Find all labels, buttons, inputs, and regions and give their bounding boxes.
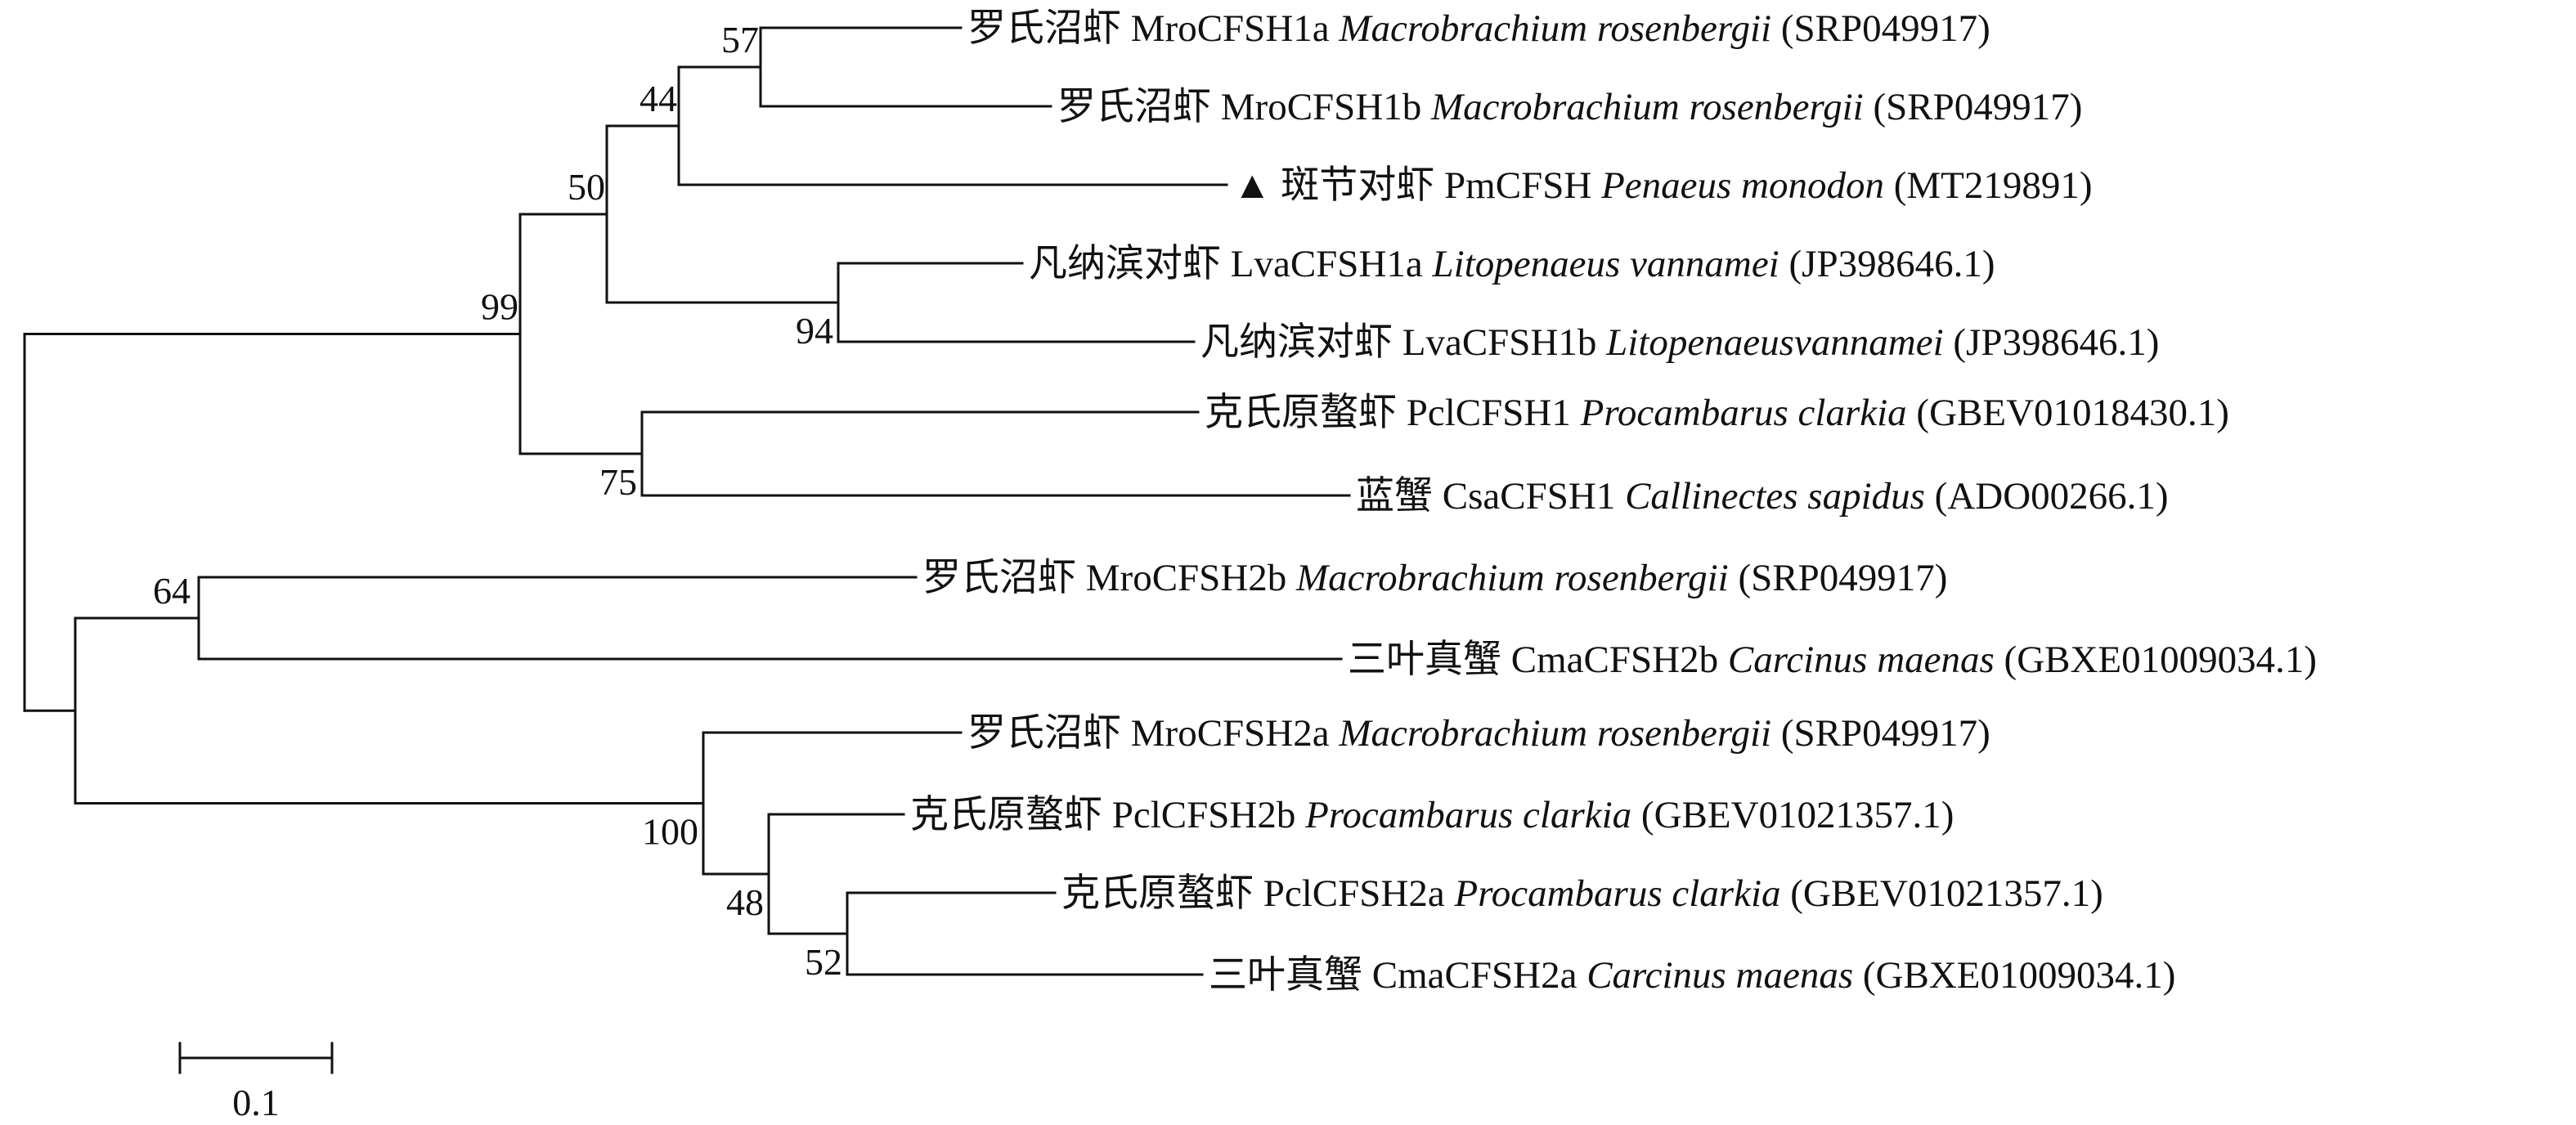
- leaf-gene-code: PclCFSH2b: [1112, 794, 1305, 836]
- leaf-chinese-name: 罗氏沼虾: [967, 712, 1131, 755]
- leaf-species-name: Macrobrachium rosenbergii: [1295, 557, 1738, 599]
- leaf-accession: (SRP049917): [1738, 557, 1947, 599]
- leaf-gene-code: MroCFSH1a: [1131, 7, 1340, 50]
- bootstrap-value: 64: [153, 570, 191, 612]
- leaf-label: 克氏原螯虾 PclCFSH2b Procambarus clarkia (GBE…: [910, 794, 1954, 836]
- bootstrap-value: 50: [568, 166, 605, 208]
- leaf-label: 凡纳滨对虾 LvaCFSH1a Litopenaeus vannamei (JP…: [1029, 243, 1995, 285]
- leaf-chinese-name: 凡纳滨对虾: [1029, 243, 1231, 285]
- leaf-label: 克氏原螯虾 PclCFSH1 Procambarus clarkia (GBEV…: [1205, 392, 2229, 434]
- leaf-gene-code: PclCFSH2a: [1263, 872, 1455, 915]
- leaf-label: 罗氏沼虾 MroCFSH2b Macrobrachium rosenbergii…: [922, 557, 1947, 599]
- leaf-accession: (GBEV01021357.1): [1790, 872, 2103, 915]
- bootstrap-value: 44: [640, 78, 677, 119]
- leaf-chinese-name: 三叶真蟹: [1348, 639, 1511, 681]
- leaf-gene-code: MroCFSH1b: [1221, 86, 1431, 128]
- leaf-chinese-name: 克氏原螯虾: [1205, 392, 1407, 434]
- leaf-gene-code: MroCFSH2b: [1086, 557, 1296, 599]
- leaf-chinese-name: 斑节对虾: [1281, 164, 1444, 207]
- leaf-gene-code: CsaCFSH1: [1443, 475, 1625, 518]
- leaf-chinese-name: 克氏原螯虾: [1061, 872, 1263, 915]
- bootstrap-value: 52: [805, 941, 842, 983]
- bootstrap-value: 57: [721, 19, 759, 61]
- leaf-species-name: Macrobrachium rosenbergii: [1338, 712, 1780, 755]
- leaf-label: 凡纳滨对虾 LvaCFSH1b Litopenaeusvannamei (JP3…: [1200, 321, 2159, 364]
- leaf-chinese-name: 蓝蟹: [1356, 475, 1443, 518]
- leaf-chinese-name: 克氏原螯虾: [910, 794, 1112, 836]
- leaf-accession: (JP398646.1): [1953, 321, 2159, 364]
- leaf-gene-code: CmaCFSH2b: [1511, 639, 1728, 681]
- bootstrap-value: 99: [481, 286, 518, 328]
- bootstrap-value: 100: [642, 811, 698, 853]
- triangle-marker-icon: ▲: [1233, 164, 1281, 207]
- leaf-chinese-name: 罗氏沼虾: [967, 7, 1131, 50]
- leaf-label: 罗氏沼虾 MroCFSH1a Macrobrachium rosenbergii…: [967, 7, 1990, 50]
- leaf-species-name: Litopenaeus vannamei: [1432, 243, 1789, 285]
- leaf-chinese-name: 罗氏沼虾: [1057, 86, 1221, 128]
- bootstrap-value: 75: [599, 461, 637, 503]
- leaf-label: 蓝蟹 CsaCFSH1 Callinectes sapidus (ADO0026…: [1356, 475, 2169, 518]
- leaf-accession: (JP398646.1): [1789, 243, 1995, 285]
- leaf-accession: (ADO00266.1): [1935, 475, 2169, 518]
- leaf-gene-code: PclCFSH1: [1407, 392, 1581, 434]
- leaf-gene-code: MroCFSH2a: [1131, 712, 1340, 755]
- leaf-label: 克氏原螯虾 PclCFSH2a Procambarus clarkia (GBE…: [1061, 872, 2103, 915]
- leaf-gene-code: CmaCFSH2a: [1372, 954, 1586, 997]
- bootstrap-value: 48: [726, 881, 764, 923]
- bootstrap-value: 94: [796, 310, 833, 352]
- scale-bar-label: 0.1: [232, 1082, 280, 1123]
- leaf-accession: (GBXE01009034.1): [1863, 954, 2176, 997]
- leaf-label: 三叶真蟹 CmaCFSH2a Carcinus maenas (GBXE0100…: [1209, 954, 2175, 997]
- leaf-accession: (SRP049917): [1781, 7, 1990, 50]
- leaf-label: 三叶真蟹 CmaCFSH2b Carcinus maenas (GBXE0100…: [1348, 639, 2317, 681]
- leaf-label: 罗氏沼虾 MroCFSH2a Macrobrachium rosenbergii…: [967, 712, 1990, 755]
- leaf-accession: (GBEV01018430.1): [1916, 392, 2229, 434]
- leaf-accession: (GBEV01021357.1): [1641, 794, 1954, 836]
- leaf-accession: (GBXE01009034.1): [2004, 639, 2318, 681]
- leaf-gene-code: LvaCFSH1a: [1231, 243, 1433, 285]
- leaf-species-name: Callinectes sapidus: [1625, 475, 1935, 518]
- leaf-species-name: Macrobrachium rosenbergii: [1338, 7, 1780, 50]
- leaf-species-name: Penaeus monodon: [1600, 164, 1894, 207]
- leaf-gene-code: LvaCFSH1b: [1402, 321, 1606, 364]
- leaf-chinese-name: 三叶真蟹: [1209, 954, 1372, 997]
- leaf-chinese-name: 凡纳滨对虾: [1200, 321, 1402, 364]
- leaf-accession: (SRP049917): [1781, 712, 1990, 755]
- leaf-species-name: Litopenaeusvannamei: [1605, 321, 1953, 364]
- leaf-species-name: Procambarus clarkia: [1454, 872, 1791, 915]
- leaf-chinese-name: 罗氏沼虾: [922, 557, 1086, 599]
- leaf-species-name: Procambarus clarkia: [1580, 392, 1917, 434]
- leaf-gene-code: PmCFSH: [1444, 164, 1601, 207]
- leaf-accession: (SRP049917): [1873, 86, 2082, 128]
- leaf-species-name: Procambarus clarkia: [1304, 794, 1641, 836]
- leaf-label: 罗氏沼虾 MroCFSH1b Macrobrachium rosenbergii…: [1057, 86, 2082, 128]
- leaf-accession: (MT219891): [1894, 164, 2093, 207]
- leaf-label: ▲ 斑节对虾 PmCFSH Penaeus monodon (MT219891): [1233, 164, 2093, 207]
- leaf-species-name: Macrobrachium rosenbergii: [1430, 86, 1873, 128]
- leaf-species-name: Carcinus maenas: [1728, 639, 2004, 681]
- leaf-species-name: Carcinus maenas: [1586, 954, 1863, 997]
